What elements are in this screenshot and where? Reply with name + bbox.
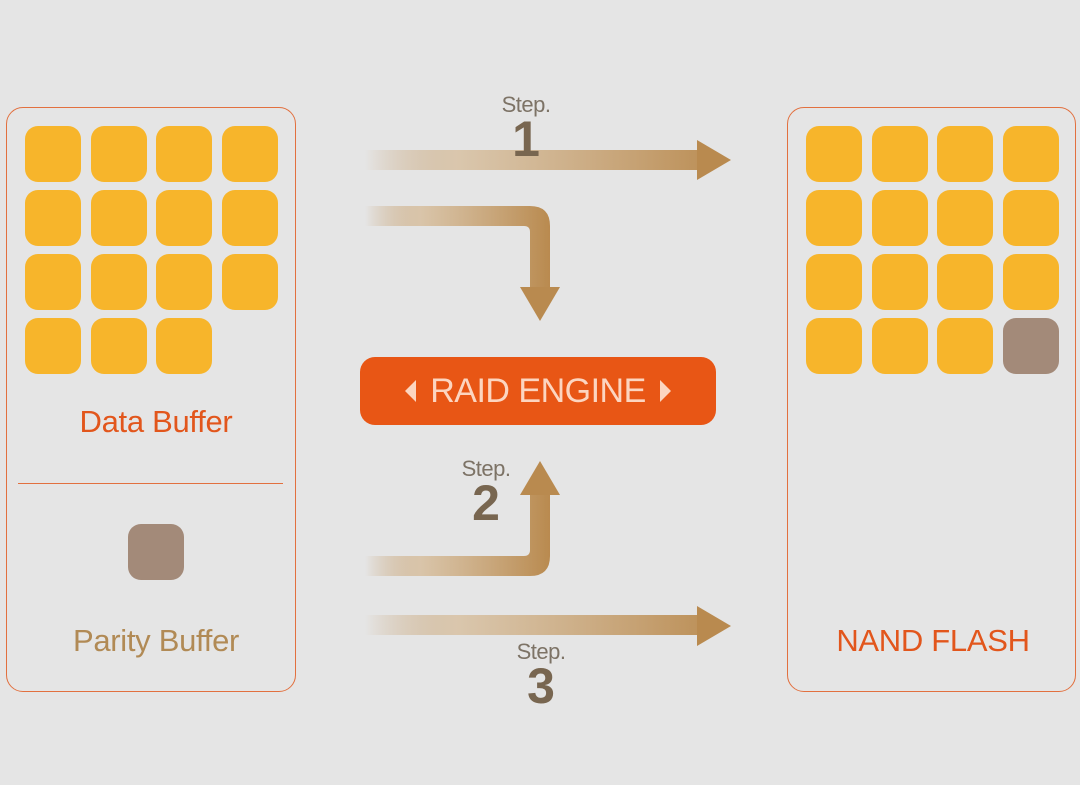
data-block xyxy=(937,254,993,310)
data-block xyxy=(156,318,212,374)
data-block xyxy=(90,126,147,182)
data-block xyxy=(937,190,993,246)
data-block xyxy=(156,126,212,182)
raid-engine-box: RAID ENGINE xyxy=(360,357,716,425)
data-block xyxy=(221,126,278,182)
data-block xyxy=(90,254,147,310)
data-block xyxy=(806,318,862,374)
raid-input-arrow xyxy=(365,206,560,321)
step-3-label: Step. 3 xyxy=(501,639,581,714)
data-block xyxy=(1002,190,1059,246)
nand-flash-label: NAND FLASH xyxy=(836,623,1030,658)
data-block xyxy=(871,190,928,246)
left-buffer-panel xyxy=(6,107,296,692)
data-block xyxy=(25,126,81,182)
step-word: Step. xyxy=(516,639,566,664)
triangle-left-icon xyxy=(405,380,417,402)
parity-block xyxy=(128,524,184,580)
data-block xyxy=(25,254,81,310)
raid-engine-label: RAID ENGINE xyxy=(430,371,646,410)
step-number: 1 xyxy=(512,111,540,167)
parity-buffer-label: Parity Buffer xyxy=(72,623,240,658)
data-block xyxy=(806,126,862,182)
data-block xyxy=(806,254,862,310)
step-word: Step. xyxy=(501,92,551,117)
data-block xyxy=(90,190,147,246)
data-block xyxy=(1002,254,1059,310)
data-block xyxy=(806,190,862,246)
step-word: Step. xyxy=(461,456,511,481)
data-block xyxy=(1002,126,1059,182)
step-number: 2 xyxy=(472,475,500,531)
data-block xyxy=(25,318,81,374)
step-2-label: Step. 2 xyxy=(446,456,526,531)
data-block xyxy=(156,254,212,310)
data-block xyxy=(221,190,278,246)
step-number: 3 xyxy=(527,658,555,714)
data-block xyxy=(937,126,993,182)
data-block xyxy=(25,190,81,246)
triangle-right-icon xyxy=(659,380,671,402)
parity-block xyxy=(1002,318,1059,374)
data-block xyxy=(871,254,928,310)
data-block xyxy=(871,318,928,374)
buffer-divider xyxy=(18,483,283,485)
step-1-arrow xyxy=(365,140,731,180)
data-buffer-label: Data Buffer xyxy=(79,404,233,439)
data-block xyxy=(156,190,212,246)
step-1-label: Step. 1 xyxy=(486,92,566,167)
step-3-arrow xyxy=(365,606,731,646)
data-block xyxy=(90,318,147,374)
data-block xyxy=(221,254,278,310)
data-block xyxy=(937,318,993,374)
data-block xyxy=(871,126,928,182)
nand-flash-panel xyxy=(787,107,1076,692)
step-2-arrow xyxy=(365,461,560,576)
